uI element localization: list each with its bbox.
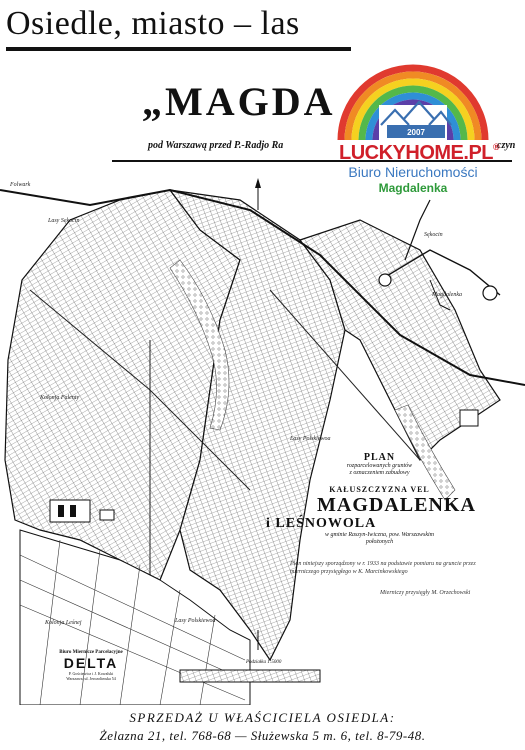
poster-subline: pod Warszawą przed P.-Radjo Ra <box>148 140 284 151</box>
main-road <box>0 188 525 386</box>
label-kolonia-falenty: Kolonja Falenty <box>40 395 80 401</box>
logo-brand: LUCKYHOME.PL® <box>339 142 500 164</box>
plan-title: PLAN <box>363 452 396 463</box>
plan-sub-1: rozparcelowanych gruntów <box>346 463 413 469</box>
logo-location: Magdalenka <box>378 181 448 195</box>
plan-note: Plan niniejszy sporządzony w r. 1933 na … <box>290 561 476 575</box>
forest-strip-central <box>169 259 230 431</box>
bureau-name: DELTA <box>63 655 119 671</box>
inset-location-map <box>378 199 501 311</box>
north-arrow-head <box>255 178 261 188</box>
estate-name-title: „MAGDA <box>142 79 336 124</box>
bureau-line-1: Biuro Miernicze Parcelacyjne <box>59 650 123 655</box>
luckyhome-logo: 2007 LUCKYHOME.PL® Biuro Nieruchomości M… <box>333 50 500 200</box>
sale-title: SPRZEDAŻ U WŁAŚCICIELA OSIEDLA: <box>129 710 396 725</box>
logo-year: 2007 <box>407 128 425 137</box>
label-las-polskiewoa: Lasy Polskiewoa <box>290 436 331 442</box>
plan-gmina-2: położonych <box>365 539 394 545</box>
logo-subtitle: Biuro Nieruchomości <box>348 164 478 180</box>
parcel-map <box>0 178 525 705</box>
label-las-polskiewoa-south: Lasy Polskiewoa <box>175 618 216 624</box>
forest-strip-east <box>394 404 456 501</box>
label-las-sekocin: Lasy Sękocin <box>48 218 80 224</box>
label-inset-magdalenka: Magdalenka <box>432 292 462 298</box>
plan-name-magdalenka: MAGDALENKA <box>317 494 476 516</box>
plan-signature: Mierniczy przysięgły M. Orzechowski <box>380 590 471 596</box>
sale-address: Żelazna 21, tel. 768-68 — Służewska 5 m.… <box>99 728 426 743</box>
poster-subline-fragment: czyn <box>497 140 516 151</box>
road-east <box>269 289 421 461</box>
headline-rule <box>6 47 351 51</box>
subline-rule <box>112 160 512 162</box>
farmland-strips <box>19 529 251 705</box>
label-folwark: Folwark <box>10 182 31 188</box>
poster-headline: Osiedle, miasto – las <box>6 5 300 42</box>
plan-sub-2: z oznaczeniem zabudowy <box>349 470 410 476</box>
parcel-block-east <box>299 219 501 462</box>
bureau-line-2: P. Gościewicz i J. Kowalski <box>68 671 114 676</box>
label-kolonia-lesnej: Kolonja Leśnej <box>45 620 82 626</box>
plan-prefix: KAŁUSZCZYZNA VEL <box>329 485 430 494</box>
label-inset-sekocin: Sękocin <box>424 232 443 238</box>
plan-gmina: w gminie Raszyn-Iwiczna, pow. Warszawski… <box>324 532 434 538</box>
survey-bureau-stamp: Biuro Miernicze Parcelacyjne DELTA P. Go… <box>46 650 136 681</box>
bureau-line-3: Warszawa, ul. Jerozolimska 54 <box>66 676 116 681</box>
scale-bar <box>179 669 321 683</box>
plan-title-block: PLAN rozparcelowanych gruntów z oznaczen… <box>262 452 497 546</box>
scale-label: Podziałka 1:5000 <box>246 660 282 665</box>
rainbow-houses-icon: 2007 <box>337 64 489 141</box>
plan-name-lesnowola: i LEŚNOWOLA <box>266 516 377 531</box>
